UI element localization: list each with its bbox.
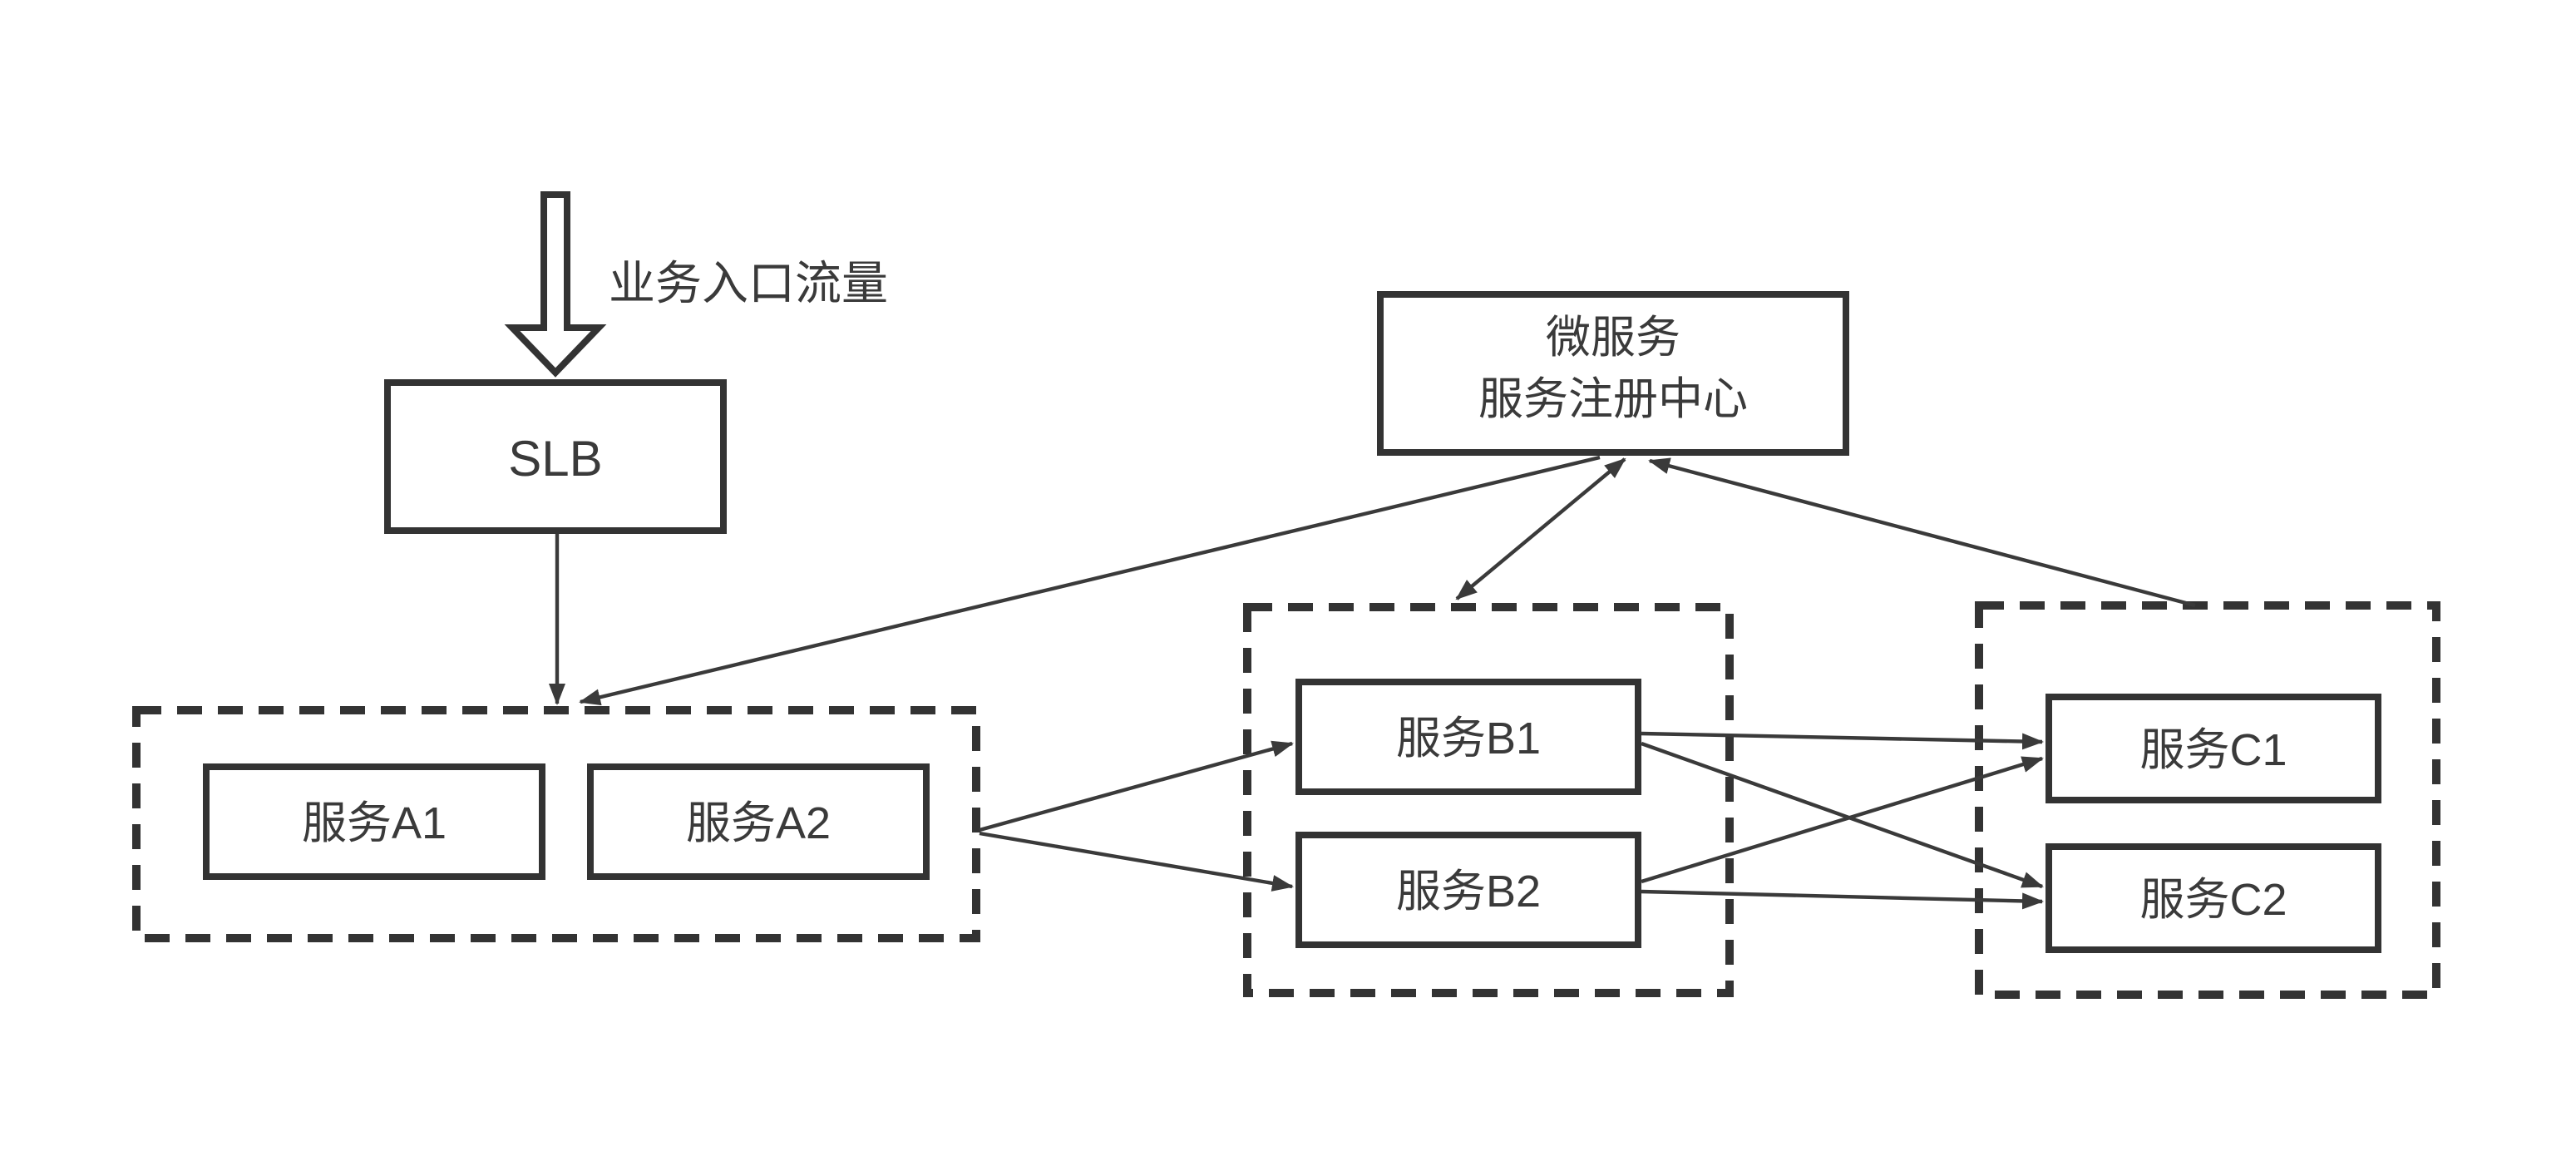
registry-label-line2: 服务注册中心 [1478, 374, 1748, 424]
edge-service-b2-to-service-c1 [1641, 756, 2044, 884]
service-c1-box [2046, 694, 2381, 803]
service-b1-box [1295, 679, 1641, 795]
slb-box [384, 379, 727, 534]
service-c2-label: 服务C2 [2139, 875, 2287, 925]
entry-traffic-label: 业务入口流量 [609, 257, 888, 309]
registry-label-line1: 微服务 [1546, 313, 1680, 363]
edge-group-a-to-service-b2 [979, 831, 1294, 892]
edge-group-c-to-registry [1648, 457, 2196, 608]
service-a1-box [203, 763, 545, 880]
entry-traffic-arrow-icon [504, 191, 607, 378]
service-c1-label: 服务C1 [2139, 725, 2287, 775]
service-b2-box [1295, 832, 1641, 948]
service-group-c [1975, 601, 2440, 999]
registry-box [1377, 291, 1849, 456]
service-group-b [1243, 603, 1734, 997]
edge-registry-to-group-a [579, 455, 1601, 706]
edge-group-a-to-service-b1 [979, 740, 1294, 833]
service-group-a [132, 706, 980, 942]
service-b2-label: 服务B2 [1396, 867, 1541, 916]
service-a1-label: 服务A1 [302, 798, 447, 848]
service-a2-label: 服务A2 [686, 798, 831, 848]
edge-service-b2-to-service-c2 [1641, 889, 2044, 910]
edge-registry-group-b-bidirectional [1455, 457, 1626, 600]
service-b1-label: 服务B1 [1396, 714, 1541, 763]
service-a2-box [587, 763, 930, 880]
service-c2-box [2046, 843, 2381, 953]
edge-service-b1-to-service-c1 [1641, 731, 2044, 750]
slb-label: SLB [508, 431, 602, 487]
edge-service-b1-to-service-c2 [1641, 741, 2044, 889]
